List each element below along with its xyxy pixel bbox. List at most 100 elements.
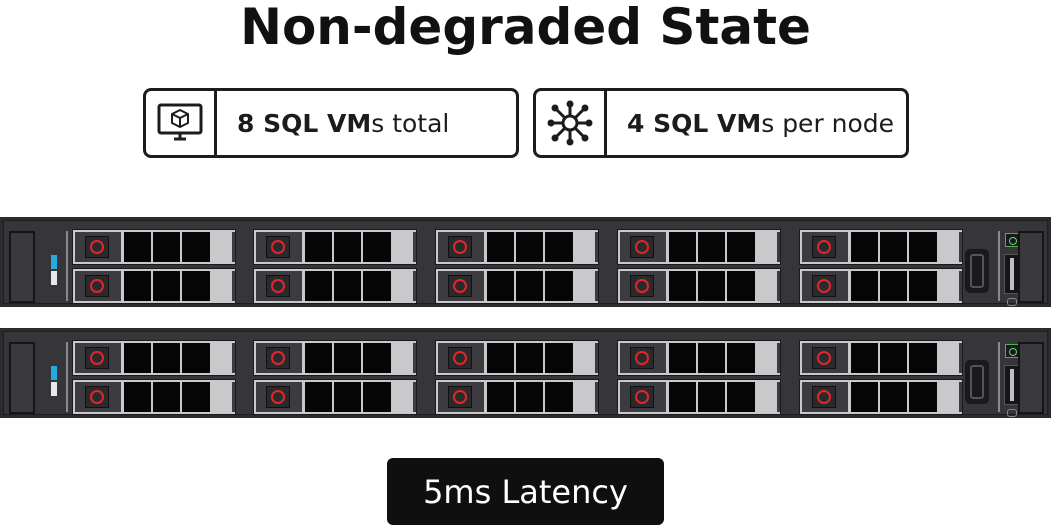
release-button-icon bbox=[448, 386, 472, 408]
drive-vent bbox=[305, 271, 332, 301]
drive-latch bbox=[256, 271, 302, 301]
stat-per-node-rest: s per node bbox=[761, 108, 895, 138]
drive-vent bbox=[851, 382, 878, 412]
drive-latch bbox=[620, 271, 666, 301]
drive-vent bbox=[545, 382, 573, 412]
drive-vent bbox=[545, 232, 573, 262]
drive-bay bbox=[253, 340, 417, 376]
drive-vent bbox=[727, 271, 755, 301]
drive-slot-edge bbox=[777, 382, 780, 412]
drive-slot-edge bbox=[595, 271, 598, 301]
drive-vent bbox=[880, 232, 907, 262]
drive-bay bbox=[253, 379, 417, 415]
rack-ear-left bbox=[9, 231, 35, 303]
drive-slot-edge bbox=[232, 271, 235, 301]
drive-slot-edge bbox=[413, 232, 416, 262]
release-button-icon bbox=[812, 347, 836, 369]
drive-slot-edge bbox=[413, 343, 416, 373]
drive-latch bbox=[620, 382, 666, 412]
drive-vent bbox=[851, 232, 878, 262]
panel-divider bbox=[66, 231, 68, 301]
release-button-icon bbox=[85, 386, 109, 408]
status-led-white bbox=[51, 271, 57, 285]
drive-bay bbox=[617, 229, 781, 265]
vga-port-icon bbox=[965, 249, 989, 293]
drive-slot-edge bbox=[413, 271, 416, 301]
drive-slot-edge bbox=[413, 382, 416, 412]
drive-latch bbox=[620, 232, 666, 262]
drive-vent bbox=[363, 232, 391, 262]
drive-vent bbox=[487, 271, 514, 301]
drive-bay bbox=[799, 340, 963, 376]
drive-vent bbox=[727, 343, 755, 373]
drive-vent bbox=[182, 343, 210, 373]
drive-vent bbox=[698, 271, 725, 301]
drive-vent bbox=[334, 232, 361, 262]
rack-ear-right bbox=[1018, 342, 1044, 414]
drive-latch bbox=[802, 232, 848, 262]
status-led-blue bbox=[51, 366, 57, 380]
drive-vent bbox=[334, 271, 361, 301]
drive-bay bbox=[435, 268, 599, 304]
drive-vent bbox=[880, 271, 907, 301]
drive-vent bbox=[909, 382, 937, 412]
rack-ear-right bbox=[1018, 231, 1044, 303]
drive-slot-edge bbox=[232, 382, 235, 412]
release-button-icon bbox=[266, 386, 290, 408]
drive-latch bbox=[438, 343, 484, 373]
drive-latch bbox=[438, 232, 484, 262]
drive-bay bbox=[72, 268, 236, 304]
drive-slot-edge bbox=[777, 232, 780, 262]
drive-latch bbox=[256, 382, 302, 412]
drive-vent bbox=[698, 382, 725, 412]
drive-bay bbox=[799, 268, 963, 304]
drive-bay bbox=[617, 379, 781, 415]
drive-slot-edge bbox=[959, 343, 962, 373]
drive-latch bbox=[75, 232, 121, 262]
page-title: Non-degraded State bbox=[240, 0, 811, 56]
drive-vent bbox=[516, 232, 543, 262]
drive-latch bbox=[75, 343, 121, 373]
drive-bay bbox=[253, 229, 417, 265]
release-button-icon bbox=[85, 236, 109, 258]
drive-vent bbox=[698, 343, 725, 373]
release-button-icon bbox=[85, 275, 109, 297]
release-button-icon bbox=[630, 386, 654, 408]
stat-total-rest: s total bbox=[371, 108, 450, 138]
drive-latch bbox=[75, 271, 121, 301]
release-button-icon bbox=[630, 236, 654, 258]
drive-vent bbox=[182, 382, 210, 412]
drive-latch bbox=[256, 232, 302, 262]
drive-bay bbox=[617, 268, 781, 304]
panel-divider bbox=[998, 231, 1000, 301]
drive-latch bbox=[802, 271, 848, 301]
drive-vent bbox=[909, 271, 937, 301]
drive-vent bbox=[124, 343, 151, 373]
drive-vent bbox=[305, 382, 332, 412]
drive-vent bbox=[153, 232, 180, 262]
server-node-1 bbox=[0, 217, 1051, 307]
drive-bay bbox=[72, 229, 236, 265]
drive-bay bbox=[72, 340, 236, 376]
drive-slot-edge bbox=[777, 343, 780, 373]
drive-latch bbox=[438, 382, 484, 412]
panel-divider bbox=[998, 342, 1000, 412]
drive-vent bbox=[545, 343, 573, 373]
release-button-icon bbox=[630, 347, 654, 369]
drive-bay bbox=[435, 229, 599, 265]
drive-bay bbox=[435, 379, 599, 415]
drive-vent bbox=[516, 382, 543, 412]
vga-port-icon bbox=[965, 360, 989, 404]
drive-bay bbox=[72, 379, 236, 415]
drive-vent bbox=[363, 343, 391, 373]
release-button-icon bbox=[812, 275, 836, 297]
stat-total-bold: 8 SQL VM bbox=[237, 108, 372, 138]
vm-monitor-icon bbox=[146, 91, 217, 155]
power-button-icon bbox=[1005, 344, 1019, 358]
drive-vent bbox=[669, 271, 696, 301]
micro-usb-port-icon bbox=[1007, 409, 1017, 417]
